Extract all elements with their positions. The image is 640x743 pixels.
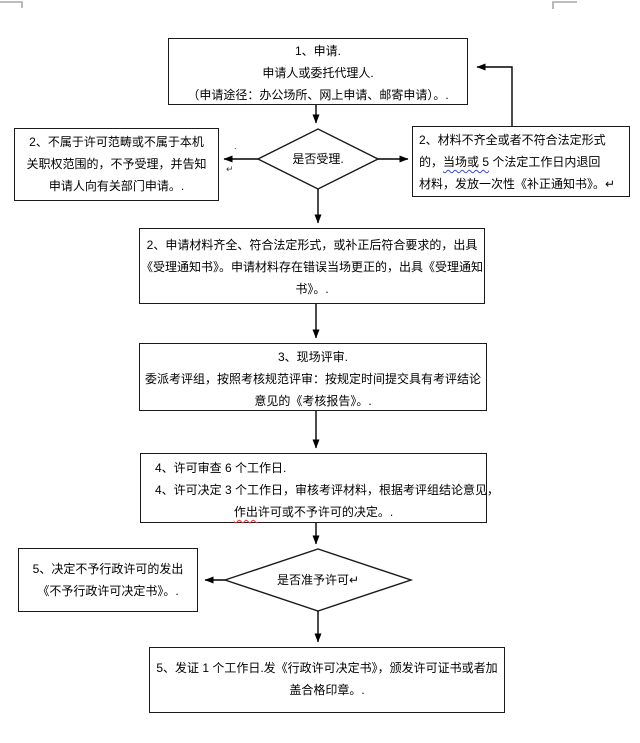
text-segment: 个法定工作日内退回 xyxy=(489,155,601,169)
paragraph-mark: ↵ xyxy=(226,164,234,174)
node-denial-notice: 5、决定不予行政许可的发出 《不予行政许可决定书》。. xyxy=(18,548,198,612)
node-text-line: 的，当场或 5 个法定工作日内退回 xyxy=(419,151,624,173)
text-segment: 的， xyxy=(419,155,444,169)
node-issue-certificate: 5、发证 1 个工作日.发《行政许可决定书》，颁发许可证书或者加 盖合格印章。. xyxy=(149,647,505,713)
node-site-review: 3、现场评审. 委派考评组，按照考核规范评审：按规定时间提交具有考评结论 意见的… xyxy=(139,343,487,411)
node-text-line: 委派考评组，按照考核规范评审：按规定时间提交具有考评结论 xyxy=(144,372,481,386)
node-text-line: 申请人或委托代理人. xyxy=(262,66,374,80)
node-apply: 1、申请. 申请人或委托代理人. （申请途径：办公场所、网上申请、邮寄申请）。. xyxy=(168,38,468,105)
node-text-line: 4、许可决定 3 个工作日，审核考评材料，根据考评组结论意见， xyxy=(155,483,500,497)
node-not-accepted: 2、不属于许可范畴或不属于本机 关职权范围的，不予受理，并告知 申请人向有关部门… xyxy=(14,128,219,201)
node-text-line: 1、申请. xyxy=(294,44,341,58)
node-text-line: 作出许可或不予许可的决定。. xyxy=(141,501,486,523)
page-margin-mark-icon xyxy=(0,1,23,8)
node-text-line: 2、申请材料齐全、符合法定形式，或补正后符合要求的，出具 xyxy=(146,238,478,252)
node-text-line: 《不予行政许可决定书》。. xyxy=(37,584,179,598)
node-text-line: 5、决定不予行政许可的发出 xyxy=(32,562,184,576)
node-materials-incomplete: 2、材料不齐全或者不符合法定形式 的，当场或 5 个法定工作日内退回 材料，发放… xyxy=(412,126,630,197)
paragraph-mark: . xyxy=(234,141,237,151)
node-accepted-notice: 2、申请材料齐全、符合法定形式，或补正后符合要求的，出具 《受理通知书》。申请材… xyxy=(139,228,485,304)
node-text-line: （申请途径：办公场所、网上申请、邮寄申请）。. xyxy=(187,88,449,102)
arrow-incomplete-back-to-apply xyxy=(476,63,513,126)
text-segment: 许可或不予许可的决定。. xyxy=(257,505,394,519)
node-text-line: 材料，发放一次性《补正通知书》。↵ xyxy=(419,177,616,191)
node-text-line: 盖合格印章。. xyxy=(289,683,365,697)
node-text-line: 5、发证 1 个工作日.发《行政许可决定书》，颁发许可证书或者加 xyxy=(156,661,498,675)
node-text-line: 意见的《考核报告》。. xyxy=(254,394,372,408)
node-text-line: 申请人向有关部门申请。. xyxy=(48,179,185,193)
decision-accept-label: 是否受理. xyxy=(292,152,344,166)
page-margin-mark-icon xyxy=(552,1,577,9)
node-text-line: 《受理通知书》。申请材料存在错误当场更正的，出具《受理通知 xyxy=(140,260,483,274)
node-text-line: 关职权范围的，不予受理，并告知 xyxy=(26,157,207,171)
node-review-decision: 4、许可审查 6 个工作日. 4、许可决定 3 个工作日，审核考评材料，根据考评… xyxy=(140,453,500,523)
node-text-line: 书》。. xyxy=(295,282,329,296)
spellcheck-blue-squiggle: 当场或 5 xyxy=(443,155,490,169)
node-text-line: 4、许可审查 6 个工作日. xyxy=(155,461,287,475)
node-text-line: 3、现场评审. xyxy=(277,350,348,364)
spellcheck-red-squiggle: 作出 xyxy=(233,505,258,519)
node-text-line: 2、材料不齐全或者不符合法定形式 xyxy=(419,133,606,147)
decision-grant-label: 是否准予许可↵ xyxy=(276,573,360,587)
node-text-line: 2、不属于许可范畴或不属于本机 xyxy=(29,135,204,149)
